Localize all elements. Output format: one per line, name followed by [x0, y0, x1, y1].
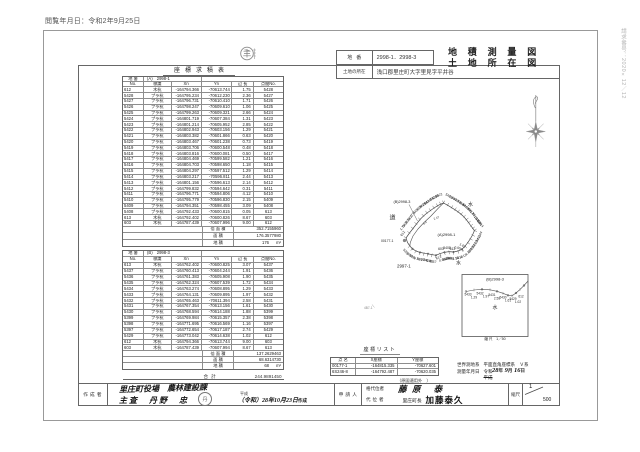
svg-text:4.12: 4.12	[464, 249, 472, 257]
svg-text:1.02: 1.02	[426, 259, 433, 264]
svg-text:1.18: 1.18	[473, 215, 480, 223]
svg-text:5425: 5425	[418, 202, 427, 210]
svg-text:5431: 5431	[488, 293, 495, 297]
svg-text:613: 613	[450, 247, 456, 251]
svg-text:5417: 5417	[467, 207, 475, 215]
svg-text:0.05: 0.05	[454, 246, 461, 251]
svg-text:2.36: 2.36	[404, 217, 411, 225]
svg-text:1.31: 1.31	[427, 196, 435, 203]
svg-text:5419: 5419	[456, 199, 465, 207]
svg-text:1.29: 1.29	[476, 219, 483, 227]
svg-text:5433: 5433	[464, 293, 471, 297]
svg-text:5430: 5430	[499, 296, 506, 300]
svg-text:水: 水	[492, 304, 497, 311]
svg-text:5423: 5423	[429, 194, 438, 201]
svg-text:(A)2998-1: (A)2998-1	[438, 232, 457, 237]
svg-text:5421: 5421	[445, 192, 454, 199]
svg-text:道: 道	[390, 214, 396, 222]
svg-text:5429: 5429	[423, 258, 431, 263]
svg-text:5408: 5408	[442, 256, 450, 262]
svg-text:603: 603	[438, 247, 444, 251]
svg-text:5413: 5413	[475, 234, 482, 243]
svg-text:5414: 5414	[477, 220, 485, 228]
svg-text:2.47: 2.47	[433, 215, 440, 221]
svg-text:2.74: 2.74	[421, 258, 428, 263]
svg-text:1.71: 1.71	[409, 210, 416, 218]
svg-text:水: 水	[456, 260, 461, 267]
svg-text:5427: 5427	[406, 213, 414, 221]
svg-text:(B)2998-3: (B)2998-3	[394, 200, 411, 204]
svg-text:5411: 5411	[467, 246, 475, 254]
svg-text:水: 水	[468, 201, 473, 208]
svg-text:0.48: 0.48	[459, 201, 467, 208]
svg-text:2.58: 2.58	[494, 296, 500, 300]
svg-text:1.97: 1.97	[483, 295, 489, 299]
svg-text:2997-1: 2997-1	[397, 264, 411, 269]
svg-text:1.21: 1.21	[469, 210, 476, 218]
svg-text:612: 612	[518, 295, 524, 299]
svg-text:4.12: 4.12	[460, 253, 468, 259]
svg-text:1.02: 1.02	[459, 242, 467, 249]
svg-text:5399: 5399	[402, 248, 410, 256]
svg-text:1.16: 1.16	[413, 255, 421, 261]
svg-text:0.05: 0.05	[439, 257, 447, 263]
svg-text:5432: 5432	[476, 291, 483, 295]
svg-text:0.50: 0.50	[464, 205, 472, 213]
svg-text:縮 尺 1／50: 縮 尺 1／50	[484, 336, 505, 341]
svg-text:2.66: 2.66	[421, 200, 429, 207]
svg-text:612: 612	[400, 230, 407, 237]
svg-text:5409: 5409	[446, 256, 454, 261]
svg-text:5429: 5429	[509, 297, 516, 301]
svg-text:3.09: 3.09	[445, 256, 452, 261]
svg-text:2.15: 2.15	[452, 256, 459, 261]
svg-text:5418: 5418	[461, 203, 469, 211]
svg-text:5424: 5424	[423, 198, 432, 206]
svg-text:2.85: 2.85	[432, 193, 440, 200]
svg-text:5398: 5398	[408, 253, 417, 260]
svg-text:0.63: 0.63	[448, 194, 456, 201]
svg-text:1.02: 1.02	[515, 300, 521, 304]
svg-text:2.38: 2.38	[406, 252, 414, 259]
svg-text:5426: 5426	[412, 207, 420, 215]
svg-text:5416: 5416	[471, 212, 479, 221]
svg-text:1.61: 1.61	[505, 299, 511, 303]
svg-text:(B)2998-3: (B)2998-3	[486, 277, 505, 282]
svg-text:5428: 5428	[401, 220, 409, 228]
svg-text:1.06: 1.06	[415, 204, 423, 211]
svg-text:2.44: 2.44	[477, 231, 483, 239]
svg-text:5408: 5408	[443, 246, 451, 250]
svg-text:5410: 5410	[455, 255, 463, 261]
svg-text:8.4: 8.4	[422, 220, 428, 226]
svg-text:4B7-1: 4B7-1	[364, 306, 373, 310]
svg-text:613: 613	[435, 255, 442, 261]
svg-text:00177-1: 00177-1	[381, 239, 394, 243]
svg-text:2.14: 2.14	[473, 237, 480, 245]
svg-text:8.67: 8.67	[430, 259, 437, 264]
svg-text:0.73: 0.73	[454, 198, 462, 205]
svg-text:0.31: 0.31	[469, 243, 476, 251]
svg-text:1.29: 1.29	[471, 296, 477, 300]
svg-text:5422: 5422	[435, 192, 444, 199]
svg-text:5412: 5412	[471, 240, 479, 249]
svg-text:5397: 5397	[417, 257, 425, 262]
svg-text:1.75: 1.75	[399, 224, 406, 232]
svg-text:5420: 5420	[451, 196, 460, 203]
svg-text:5415: 5415	[474, 216, 482, 224]
